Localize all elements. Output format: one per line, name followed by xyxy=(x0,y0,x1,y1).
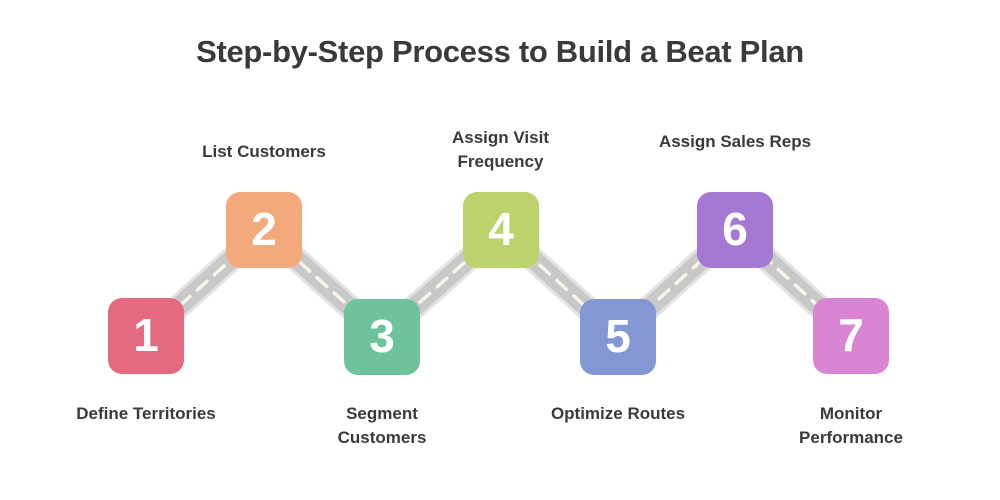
step-2-label: List Customers xyxy=(202,142,326,161)
step-7-number: 7 xyxy=(838,308,864,361)
step-7-label: Monitor Performance xyxy=(799,404,903,447)
step-3-box: 3 xyxy=(344,299,420,375)
step-1-label: Define Territories xyxy=(76,404,216,423)
step-5-label: Optimize Routes xyxy=(550,404,686,423)
step-4-label: Assign Visit Frequency xyxy=(452,128,549,171)
page-title: Step-by-Step Process to Build a Beat Pla… xyxy=(196,34,804,69)
step-6-number: 6 xyxy=(722,202,748,255)
step-7-box: 7 xyxy=(813,298,889,374)
step-3-label: Segment Customers xyxy=(337,404,427,447)
step-1-number: 1 xyxy=(133,308,159,361)
step-6-box: 6 xyxy=(697,192,773,268)
step-5-number: 5 xyxy=(605,309,631,362)
step-1-box: 1 xyxy=(108,298,184,374)
step-5-box: 5 xyxy=(580,299,656,375)
step-2-number: 2 xyxy=(251,202,277,255)
step-4-number: 4 xyxy=(488,202,514,255)
step-6-label: Assign Sales Reps xyxy=(658,132,812,151)
step-4-box: 4 xyxy=(463,192,539,268)
step-2-box: 2 xyxy=(226,192,302,268)
step-3-number: 3 xyxy=(369,309,395,362)
